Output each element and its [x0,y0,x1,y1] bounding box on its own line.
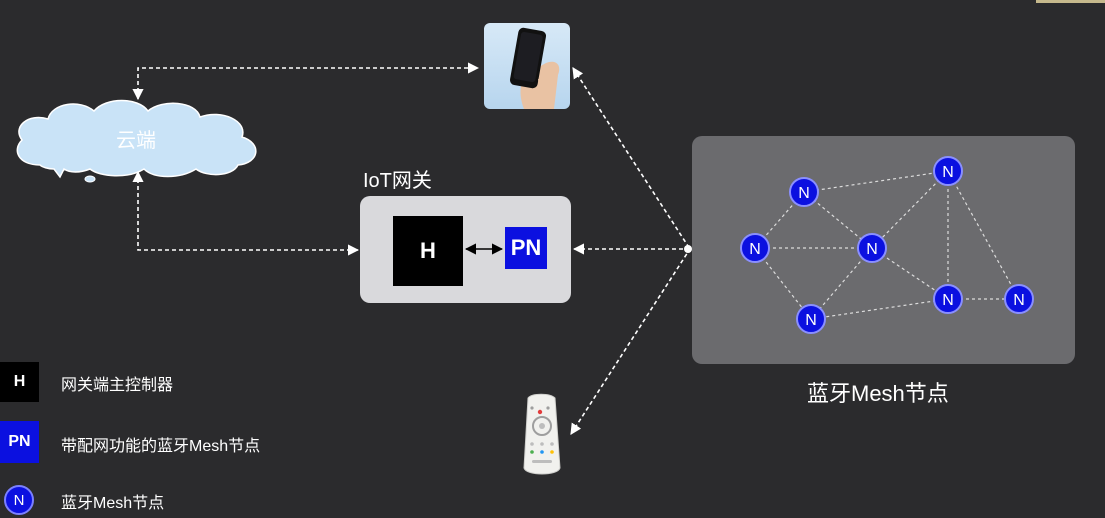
legend-h-symbol: H [0,362,39,402]
mesh-node-3: N [857,233,887,263]
mesh-node-circle-6 [796,304,826,334]
mesh-node-label-0: N [798,185,810,202]
mesh-edge-0 [803,170,949,193]
h-pn-link [464,243,504,255]
smartphone-in-hand-icon [484,23,570,109]
mesh-node-label-2: N [749,241,761,258]
mesh-node-5: N [1004,284,1034,314]
mesh-node-label-1: N [942,164,954,181]
gateway-controller-box: H [393,216,463,286]
legend-n-symbol: N [4,485,34,515]
cloud-label: 云端 [116,130,156,152]
mesh-node-circle-4 [933,284,963,314]
gateway-pn-box: PN [505,227,547,269]
mesh-title: 蓝牙Mesh节点 [807,381,949,406]
mesh-edge-5 [947,170,1020,300]
cloud-gateway-link [132,170,360,256]
mesh-edge-3 [871,170,949,249]
mesh-node-4: N [933,284,963,314]
legend-pn-text: 带配网功能的蓝牙Mesh节点 [61,438,261,455]
mesh-node-circle-0 [789,177,819,207]
mesh-node-circle-5 [1004,284,1034,314]
phone-mesh-link [572,67,689,247]
mesh-node-2: N [740,233,770,263]
mesh-network: N N N N N N N [740,156,1034,334]
mesh-node-label-4: N [942,292,954,309]
mesh-node-1: N [933,156,963,186]
mesh-edge-9 [810,247,873,320]
corner-decoration [1036,0,1105,3]
gateway-title: IoT网关 [363,170,432,192]
mesh-node-circle-2 [740,233,770,263]
mesh-hub-point [684,245,692,253]
mesh-node-label-3: N [866,241,878,258]
remote-control-icon [523,393,561,475]
legend-h-text: 网关端主控制器 [61,377,174,394]
mesh-edge-11 [810,298,949,320]
legend-pn-symbol: PN [0,421,39,463]
cloud-icon [16,99,257,183]
mesh-node-0: N [789,177,819,207]
mesh-node-label-5: N [1013,292,1025,309]
mesh-node-circle-1 [933,156,963,186]
legend-n-text: 蓝牙Mesh节点 [61,495,165,512]
mesh-node-6: N [796,304,826,334]
remote-mesh-link [570,251,689,435]
mesh-node-label-6: N [805,312,817,329]
cloud-phone-link [132,62,480,101]
mesh-node-circle-3 [857,233,887,263]
